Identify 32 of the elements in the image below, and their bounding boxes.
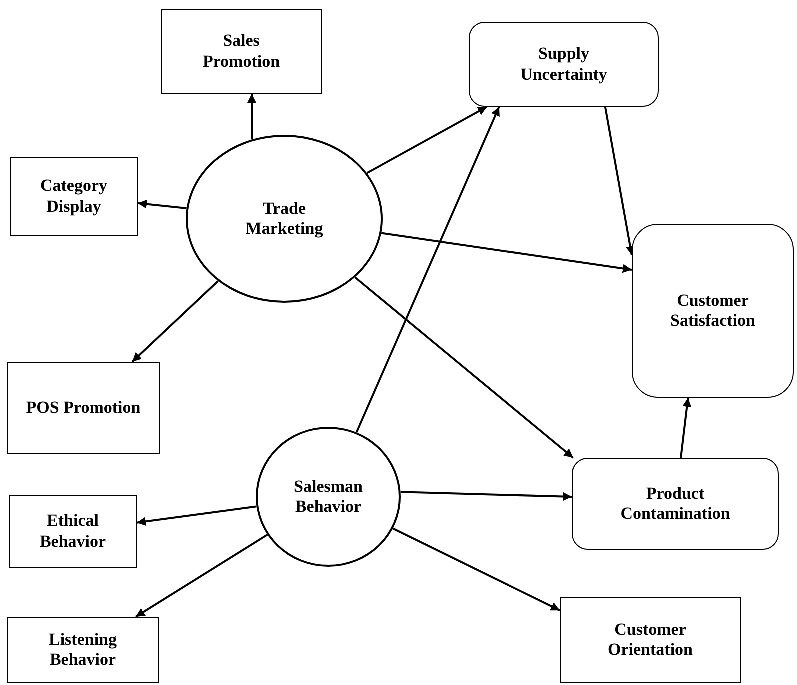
node-label: Product Contamination [620,484,732,524]
arrow [136,506,257,526]
arrow [356,106,500,433]
node-label: Category Display [39,176,109,217]
rounded-box [632,224,794,398]
node-label: Listening Behavior [48,630,118,670]
rounded-box [572,458,779,550]
node-label: Salesman Behavior [293,476,364,518]
process-box [7,362,160,454]
arrow [400,491,572,502]
arrow [680,398,692,458]
arrow [135,534,268,618]
process-box [560,597,741,683]
node-label: POS Promotion [26,398,141,418]
rounded-box [469,22,659,107]
arrow [138,200,187,210]
arrow [354,276,574,459]
node-label: Trade Marketing [244,198,324,240]
arrow [392,528,560,612]
node-label: Customer Satisfaction [670,290,756,332]
arrow [381,232,632,274]
node-label: Supply Uncertainty [520,44,608,85]
process-box [161,9,322,94]
node-label: Customer Orientation [607,620,694,660]
process-box [10,157,138,236]
arrow [248,94,256,140]
arrow [366,106,488,174]
process-box [9,495,137,568]
arrow [132,280,220,363]
node-label: Sales Promotion [202,31,282,72]
process-box [7,617,159,683]
node-label: Ethical Behavior [38,511,108,552]
